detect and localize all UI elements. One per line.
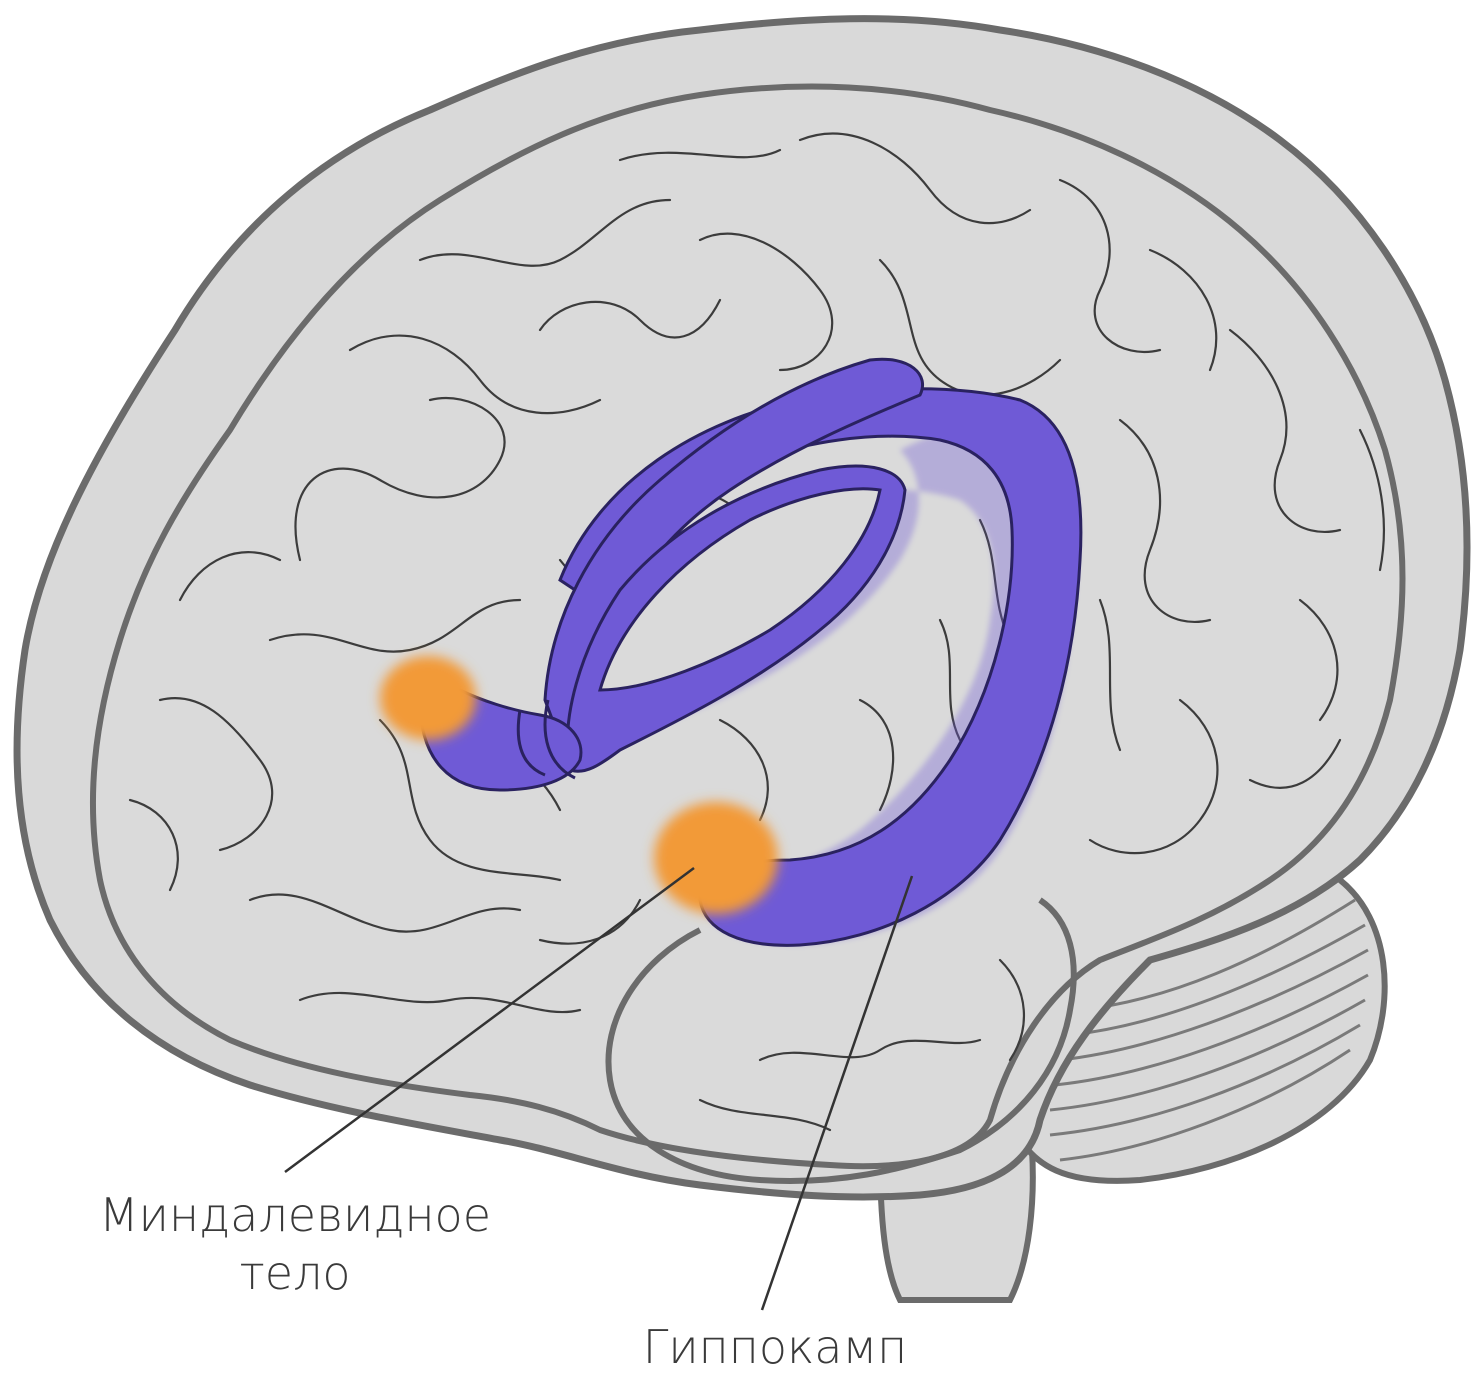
- amygdala-label-line1: Миндалевидное: [80, 1186, 510, 1244]
- amygdala-label: Миндалевидное тело: [80, 1186, 510, 1302]
- hippocampus-label: Гиппокамп: [610, 1318, 940, 1376]
- amygdala-upper: [380, 656, 476, 740]
- amygdala-lower: [654, 802, 778, 914]
- amygdala-label-line2: тело: [80, 1244, 510, 1302]
